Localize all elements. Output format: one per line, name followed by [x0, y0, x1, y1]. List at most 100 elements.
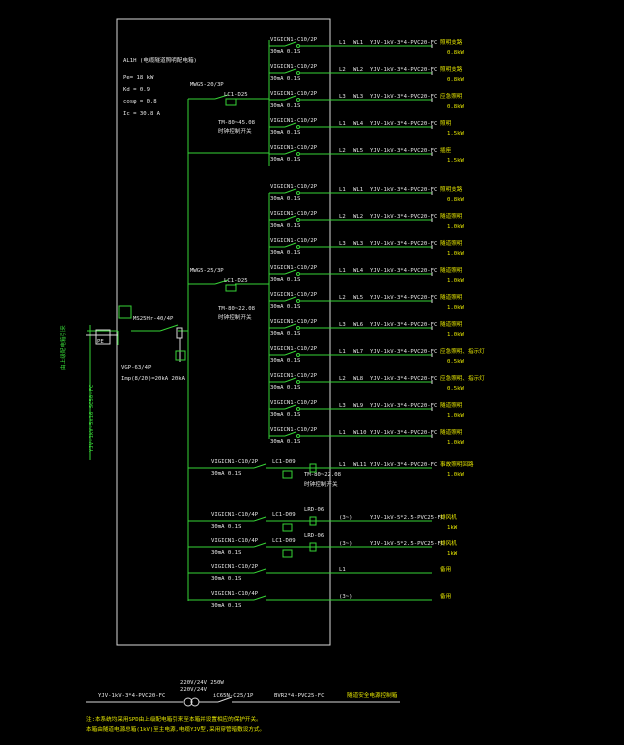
circuit-rcd: 30mA 0.1S — [270, 130, 300, 136]
circuit-power: 0.8kW — [447, 77, 464, 83]
circuit-power: 0.8kW — [447, 104, 464, 110]
circuit-phase: L1 — [339, 268, 346, 274]
circuit-power: 1.0kW — [447, 440, 464, 446]
circuit-cable: YJV-1kV-3*4-PVC20-FC — [370, 187, 437, 193]
circuit-breaker: VIGICN1-C10/2P — [270, 238, 318, 244]
spd-box — [176, 327, 183, 339]
panel-param-pe: Pe= 18 kW — [123, 75, 154, 81]
circuit-power: 1.5kW — [447, 158, 464, 164]
circuit-load: 照明 — [440, 120, 452, 127]
circuit-number: WL8 — [353, 376, 364, 382]
circuit-number: WL3 — [353, 94, 363, 100]
circuit-power: 1.0kW — [447, 305, 464, 311]
circuit-power: 1.0kW — [447, 251, 464, 257]
group2-breaker-label: MWG5-25/3P — [190, 268, 224, 274]
circuit-load: 照明支路 — [440, 38, 463, 46]
circuit-rcd-icon — [296, 434, 300, 438]
circuit-rcd: 30mA 0.1S — [270, 439, 300, 445]
incoming-note: 由上级配电箱引来 — [59, 325, 67, 370]
lower-phase: L1 — [339, 567, 346, 573]
lower-cable: YJV-1kV-5*2.5-PVC25-FC — [370, 515, 444, 521]
circuit-cable: YJV-1kV-3*4-PVC20-FC — [370, 322, 437, 328]
circuit-switch-blade — [284, 377, 297, 383]
circuit-power: 0.5kW — [447, 359, 464, 365]
group2-relay-label: TM-80~22.08 — [218, 306, 256, 312]
circuit-breaker: VIGICN1-C10/2P — [270, 427, 318, 433]
circuit-breaker: VIGICN1-C10/2P — [270, 373, 318, 379]
circuit-switch-blade — [284, 404, 297, 410]
circuit-cable: YJV-1kV-3*4-PVC20-FC — [370, 241, 437, 247]
circuit-number: WL4 — [353, 268, 364, 274]
lower-phase: (3~) — [339, 541, 352, 547]
bottom-cable: YJV-1kV-3*4-PVC20-FC — [98, 693, 165, 699]
meter-box — [118, 305, 132, 319]
group2-contactor-label: LC1-D25 — [224, 278, 248, 284]
circuit-load: 应急照明、指示灯 — [440, 374, 485, 382]
circuit-breaker: VIGICN1-C10/2P — [270, 118, 318, 124]
circuit-rcd: 30mA 0.1S — [270, 277, 300, 283]
lower-load: 排风机 — [440, 539, 457, 547]
bottom-transformer2: 220V/24V — [180, 687, 208, 693]
circuit-load: 隧道照明 — [440, 293, 463, 301]
circuit-number: WL6 — [353, 322, 363, 328]
circuit-number: WL2 — [353, 214, 363, 220]
group1-contactor-box — [225, 98, 237, 106]
circuit-rcd-icon — [296, 98, 300, 102]
circuit-phase: L3 — [339, 322, 346, 328]
circuit-breaker: VIGICN1-C10/2P — [270, 265, 318, 271]
circuit-cable: YJV-1kV-3*4-PVC20-FC — [370, 430, 437, 436]
circuit-rcd: 30mA 0.1S — [270, 196, 300, 202]
lower-power: 1kW — [447, 551, 458, 557]
circuit-number: WL4 — [353, 121, 364, 127]
circuit-load: 隧道照明 — [440, 401, 463, 409]
lower-phase: (3~) — [339, 515, 352, 521]
circuit-switch-blade — [284, 122, 297, 128]
circuit-breaker: VIGICN1-C10/2P — [270, 145, 318, 151]
circuit-rcd: 30mA 0.1S — [270, 103, 300, 109]
circuit-power: 1.0kW — [447, 278, 464, 284]
circuit-rcd: 30mA 0.1S — [270, 385, 300, 391]
lower-switch-blade — [253, 568, 267, 574]
circuit-cable: YJV-1kV-3*4-PVC20-FC — [370, 349, 437, 355]
bottom-switch-blade — [217, 696, 233, 703]
group2-relay-note: 时钟控制开关 — [218, 313, 252, 321]
lower-power: 1.0kW — [447, 472, 464, 478]
circuit-cable: YJV-1kV-3*4-PVC20-FC — [370, 295, 437, 301]
circuit-phase: L1 — [339, 349, 346, 355]
circuit-breaker: VIGICN1-C10/2P — [270, 37, 318, 43]
circuit-load: 照明支路 — [440, 185, 463, 193]
circuit-number: WL3 — [353, 241, 363, 247]
circuit-phase: L2 — [339, 376, 346, 382]
lower-contactor: LC1-D09 — [272, 459, 296, 465]
circuit-load: 隧道照明 — [440, 266, 463, 274]
transformer-coil-a — [183, 697, 193, 707]
circuit-phase: L1 — [339, 121, 346, 127]
circuit-cable: YJV-1kV-3*4-PVC20-FC — [370, 376, 437, 382]
lower-contactor: LC1-D09 — [272, 538, 296, 544]
circuit-phase: L2 — [339, 295, 346, 301]
group1-switch-blade — [214, 94, 229, 100]
group1-contactor-label: LC1-D25 — [224, 92, 248, 98]
circuit-number: WL2 — [353, 67, 363, 73]
circuit-rcd-icon — [296, 44, 300, 48]
circuit-number: WL10 — [353, 430, 366, 436]
circuit-power: 1.5kW — [447, 131, 464, 137]
circuit-breaker: VIGICN1-C10/2P — [270, 211, 318, 217]
lower-cable: YJV-1kV-3*4-PVC20-FC — [370, 462, 437, 468]
circuit-phase: L3 — [339, 241, 346, 247]
lower-switch-blade — [253, 463, 267, 469]
circuit-load: 隧道照明 — [440, 320, 463, 328]
circuit-phase: L2 — [339, 214, 346, 220]
bottom-cable2: BVR2*4-PVC25-FC — [274, 693, 325, 699]
circuit-rcd-icon — [296, 407, 300, 411]
